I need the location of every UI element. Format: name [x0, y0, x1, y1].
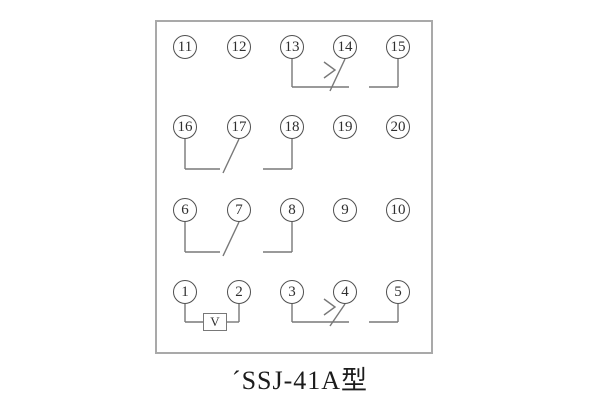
- contact-arrow-icon-row1: [323, 61, 337, 79]
- voltage-element: V: [203, 313, 227, 331]
- terminal-19: 19: [333, 115, 357, 139]
- terminal-14: 14: [333, 35, 357, 59]
- model-caption: ´SSJ-41A型: [231, 366, 369, 395]
- contact-arrow-icon-row4: [323, 298, 337, 316]
- terminal-15: 15: [386, 35, 410, 59]
- terminal-16: 16: [173, 115, 197, 139]
- terminal-20: 20: [386, 115, 410, 139]
- contact-3-4: [291, 298, 349, 327]
- terminal-17: 17: [227, 115, 251, 139]
- terminal-6: 6: [173, 198, 197, 222]
- terminal-2: 2: [227, 280, 251, 304]
- contact-blade-14: [329, 58, 346, 92]
- contact-blade-4: [329, 303, 346, 327]
- terminal-7: 7: [227, 198, 251, 222]
- contact-blade-7: [222, 221, 240, 257]
- terminal-1: 1: [173, 280, 197, 304]
- voltage-element-leads: [184, 304, 240, 323]
- terminal-10: 10: [386, 198, 410, 222]
- terminal-13: 13: [280, 35, 304, 59]
- terminal-8: 8: [280, 198, 304, 222]
- lead-15: [369, 59, 399, 88]
- terminal-5: 5: [386, 280, 410, 304]
- contact-6-7-8: [184, 221, 293, 257]
- terminal-18: 18: [280, 115, 304, 139]
- terminal-11: 11: [173, 35, 197, 59]
- lead-5: [369, 304, 399, 323]
- contact-13-14: [291, 58, 349, 92]
- terminal-9: 9: [333, 198, 357, 222]
- contact-blade-17: [222, 138, 240, 174]
- terminal-12: 12: [227, 35, 251, 59]
- contact-16-17-18: [184, 138, 293, 174]
- voltage-element-label: V: [210, 314, 220, 329]
- terminal-3: 3: [280, 280, 304, 304]
- terminal-4: 4: [333, 280, 357, 304]
